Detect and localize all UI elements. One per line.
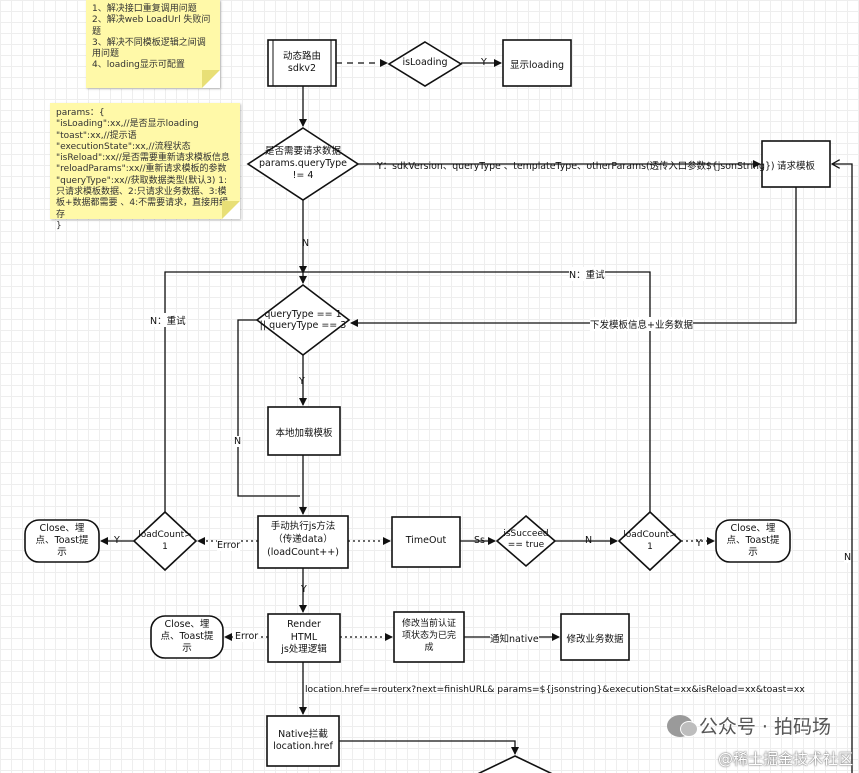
node-is-loading [387,41,463,87]
node-timeout [391,516,461,568]
wechat-icon [666,714,698,737]
node-dynamic-route-label: 动态路由 sdkv2 [282,51,321,74]
note-param-line: "isReload":xx//是否需要重新请求模板信息 [56,153,230,164]
watermark: 公众号 · 拍码场 [666,712,831,739]
edge-label-y-query: Y [299,376,305,387]
node-is-succeed-label: isSucceed == true [503,529,549,550]
node-show-loading-label: 显示loading [510,60,564,71]
node-manual-exec-label: 手动执行js方法 （传递data） (loadCount++) [267,521,339,558]
node-modify-business [560,613,630,661]
node-native-intercept-label: Native拦截 location.href [273,729,333,752]
edge-label-notify-native: 通知native [490,631,539,645]
node-close-right-label: Close、埋 点、Toast提 示 [726,523,780,558]
node-close-render-label: Close、埋 点、Toast提 示 [160,619,214,654]
watermark-line2: @稀土掘金技术社区 [717,750,853,768]
node-close-left [24,519,100,563]
edge-label-error-render: Error [235,631,259,642]
note-param-line: "queryType":xx//获取数据类型(默认3) 1:只请求模板数据、2:… [56,175,229,220]
node-close-right [715,519,791,563]
note-fix-line: 3、解决不同模板逻辑之间调用问题 [92,37,206,60]
note-param-line: "isLoading":xx,//是否显示loading [56,119,199,130]
edge-label-y-params: Y：sdkVersion、queryType 、templateType、oth… [377,161,775,172]
node-load-count-right [617,510,683,572]
node-show-loading [502,39,572,87]
node-request-template [761,140,831,188]
node-close-left-label: Close、埋 点、Toast提 示 [35,523,89,558]
node-close-render [150,615,224,659]
node-render [267,613,341,663]
edge-label-y-close-right: Y [696,538,702,549]
note-param-line: } [56,220,62,231]
edge-label-y-loading: Y [481,57,487,68]
edge-label-n-right: N [844,552,852,563]
node-modify-auth-label: 修改当前认证 项状态为已完 成 [401,619,456,653]
node-query-type-check-label: queryType == 1 || queryType == 3 [259,309,347,331]
node-timeout-label: TimeOut [405,535,447,546]
edge-label-ss: Ss [474,535,485,546]
node-load-count-right-label: loadCount> 1 [623,530,677,552]
edge-label-issue-template: 下发模板信息+业务数据 [590,317,693,331]
note-fix-line: 1、解决接口重复调用问题 [92,4,197,14]
node-load-count-left-label: loadCount> 1 [138,530,192,552]
node-render-label: Render HTML js处理逻辑 [281,619,327,655]
sticky-note-params: params：{"isLoading":xx,//是否显示loading"toa… [50,103,240,231]
node-native-intercept [266,715,340,767]
note-param-line: "executionState":xx,//流程状态 [56,141,191,152]
watermark-line1: 公众号 · 拍码场 [698,716,831,738]
edge-label-n-retry-top: N：重试 [569,267,605,281]
node-modify-business-label: 修改业务数据 [566,634,624,645]
note-param-line: "reloadParams":xx//重新请求模板的参数 [56,164,227,175]
note-fix-line: 4、loading显示可配置 [92,60,185,71]
node-dynamic-route [267,39,337,87]
node-load-count-left [132,510,198,572]
node-local-load-template-label: 本地加载模板 [275,428,333,439]
edge-label-n-request: N [302,238,310,249]
node-manual-exec [257,515,349,569]
node-is-succeed [495,514,557,568]
edge-label-n-retry-left: N：重试 [150,313,186,327]
note-param-line: params：{ [56,108,105,118]
edge-label-n-query: N [234,436,242,447]
node-local-load-template [267,406,341,456]
edge-label-y-exec: Y [301,584,307,595]
node-request-template-label: 请求模板 [776,161,815,172]
edge-label-error-exec: Error [217,540,241,551]
node-modify-auth [393,611,465,663]
edge-label-location-href: location.href==routerx?next=finishURL& p… [305,684,805,695]
note-param-line: "toast":xx,//提示语 [56,130,137,141]
node-is-loading-label: isLoading [402,57,448,68]
edge-label-y-close-left: Y [114,535,120,546]
edge-label-n-succeed: N [585,535,593,546]
node-need-request-label: 是否需要请求数据 params.queryType != 4 [258,146,348,181]
node-bottom-partial [477,755,553,773]
note-fix-line: 2、解决web LoadUrl 失败问题 [92,15,211,37]
